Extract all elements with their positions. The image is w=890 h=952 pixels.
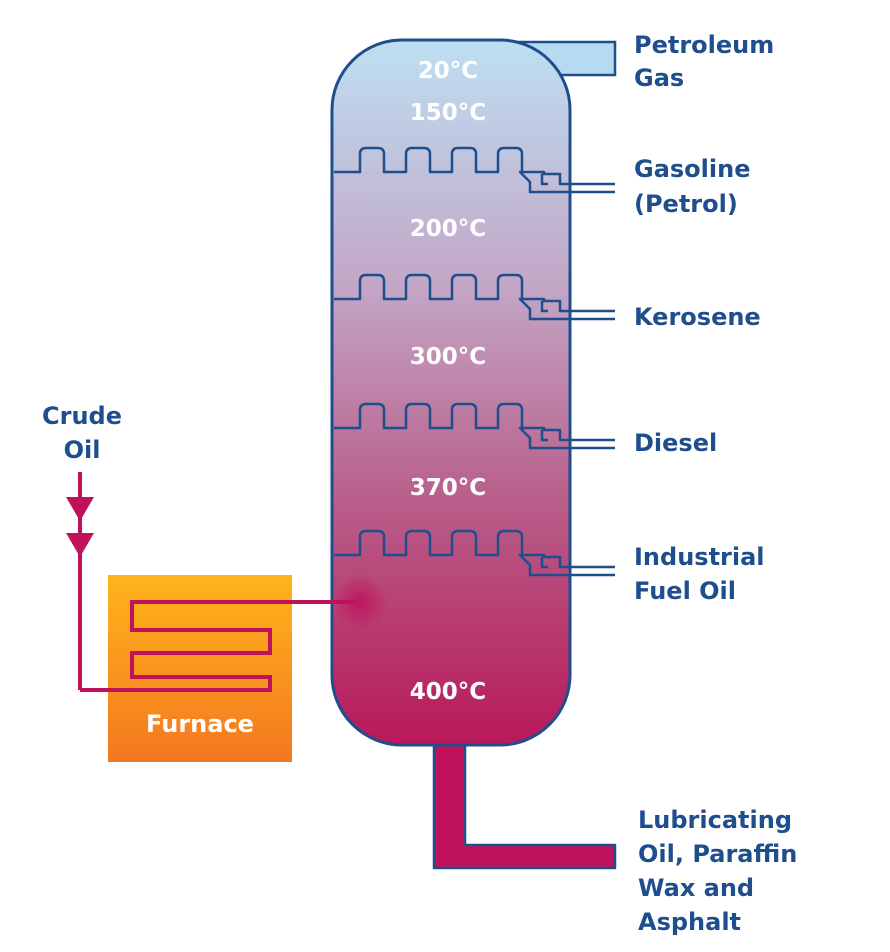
- side-outlet-pipe: [540, 555, 615, 577]
- svg-text:(Petrol): (Petrol): [634, 190, 738, 218]
- label-kerosene: Kerosene: [634, 303, 761, 331]
- label-petroleum-gas: Petroleum Gas: [634, 31, 774, 92]
- label-residue: Lubricating Oil, Paraffin Wax and Asphal…: [638, 806, 797, 936]
- tray-bubble-caps: [334, 273, 568, 321]
- svg-text:Oil: Oil: [64, 436, 101, 464]
- flow-arrow-icon: [66, 533, 94, 557]
- tray-gasoline: [334, 146, 615, 194]
- crude-oil-feed-pipe: [66, 472, 94, 690]
- tray-bubble-caps: [334, 529, 568, 577]
- tray-kerosene: [334, 273, 615, 321]
- tray-bubble-caps: [334, 146, 568, 194]
- tray-industrial-fuel-oil: [334, 529, 615, 577]
- distillation-column: [330, 38, 572, 747]
- furnace: Furnace: [80, 575, 355, 762]
- svg-text:Wax and: Wax and: [638, 874, 754, 902]
- side-outlet-pipe: [540, 428, 615, 450]
- svg-text:Crude: Crude: [42, 402, 122, 430]
- svg-text:Gasoline: Gasoline: [634, 155, 750, 183]
- temp-20c: 20°C: [418, 58, 478, 84]
- tray-bubble-caps: [334, 402, 568, 450]
- svg-text:Petroleum: Petroleum: [634, 31, 774, 59]
- label-crude-oil: Crude Oil: [42, 402, 122, 464]
- svg-text:Lubricating: Lubricating: [638, 806, 792, 834]
- flow-arrow-icon: [66, 497, 94, 521]
- temp-150c: 150°C: [410, 100, 486, 126]
- furnace-label: Furnace: [146, 710, 254, 738]
- svg-text:Diesel: Diesel: [634, 429, 717, 457]
- svg-text:Industrial: Industrial: [634, 543, 765, 571]
- temp-370c: 370°C: [410, 475, 486, 501]
- residue-outlet-pipe: [432, 733, 617, 870]
- crude-oil-inlet-glow: [332, 574, 388, 630]
- temp-300c: 300°C: [410, 344, 486, 370]
- tray-diesel: [334, 402, 615, 450]
- svg-text:Fuel Oil: Fuel Oil: [634, 577, 736, 605]
- temp-200c: 200°C: [410, 216, 486, 242]
- svg-text:Gas: Gas: [634, 64, 684, 92]
- side-outlet-pipe: [540, 172, 615, 194]
- side-outlet-pipe: [540, 299, 615, 321]
- svg-text:Asphalt: Asphalt: [638, 908, 741, 936]
- label-diesel: Diesel: [634, 429, 717, 457]
- label-industrial-fuel-oil: Industrial Fuel Oil: [634, 543, 765, 605]
- svg-text:Kerosene: Kerosene: [634, 303, 761, 331]
- label-gasoline: Gasoline (Petrol): [634, 155, 750, 218]
- furnace-coil: [80, 600, 272, 692]
- temp-400c: 400°C: [410, 679, 486, 705]
- svg-text:Oil, Paraffin: Oil, Paraffin: [638, 840, 797, 868]
